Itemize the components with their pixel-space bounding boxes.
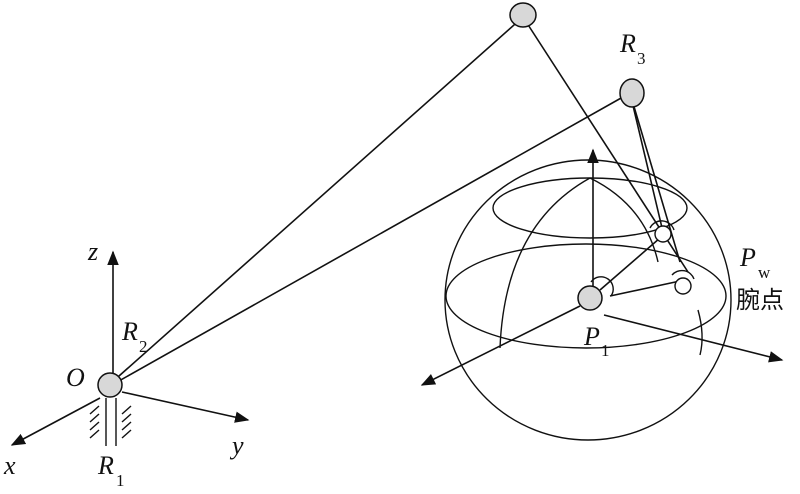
- meridian-right-lower: [697, 309, 703, 356]
- label-r1-sub: 1: [116, 471, 125, 490]
- label-origin: O: [66, 363, 85, 392]
- workspace-sphere: [420, 148, 784, 441]
- link-r3-to-wrist-1: [629, 92, 664, 233]
- joint-o: [97, 372, 123, 398]
- label-wrist-point: 腕点: [736, 286, 784, 314]
- label-r3: R: [619, 29, 636, 58]
- label-r1: R: [97, 451, 114, 480]
- equator-ellipse: [445, 243, 727, 349]
- joint-wrist-a: [654, 225, 672, 243]
- label-x: x: [3, 451, 16, 480]
- joint-r3: [619, 78, 645, 108]
- joint-arc-p1: [590, 276, 614, 297]
- link-o-to-r3: [109, 92, 631, 387]
- label-r2-sub: 2: [139, 337, 148, 356]
- label-pw-sub: w: [758, 263, 771, 282]
- label-r2: R: [121, 317, 138, 346]
- x-axis: [10, 397, 101, 446]
- meridian-left: [499, 177, 591, 349]
- base-frame: [10, 250, 250, 446]
- joint-wrist-b: [674, 277, 692, 295]
- y-axis: [121, 391, 250, 423]
- joint-top: [509, 2, 537, 28]
- meridian-right: [589, 177, 659, 263]
- p1-right-axis: [603, 314, 784, 363]
- link-o-to-top: [109, 16, 524, 385]
- label-pw: P: [739, 243, 756, 272]
- label-p1-sub: 1: [601, 341, 610, 360]
- label-p1: P: [583, 322, 600, 351]
- label-r3-sub: 3: [637, 49, 646, 68]
- p1-left-axis: [420, 305, 581, 386]
- joint-arc-b: [671, 269, 695, 280]
- p1-to-joint-b: [609, 280, 681, 297]
- joint-r1-symbol: [89, 398, 132, 446]
- label-y: y: [229, 431, 244, 460]
- joint-p1: [577, 285, 603, 311]
- label-z: z: [87, 237, 98, 266]
- joint-arc-a: [649, 220, 675, 231]
